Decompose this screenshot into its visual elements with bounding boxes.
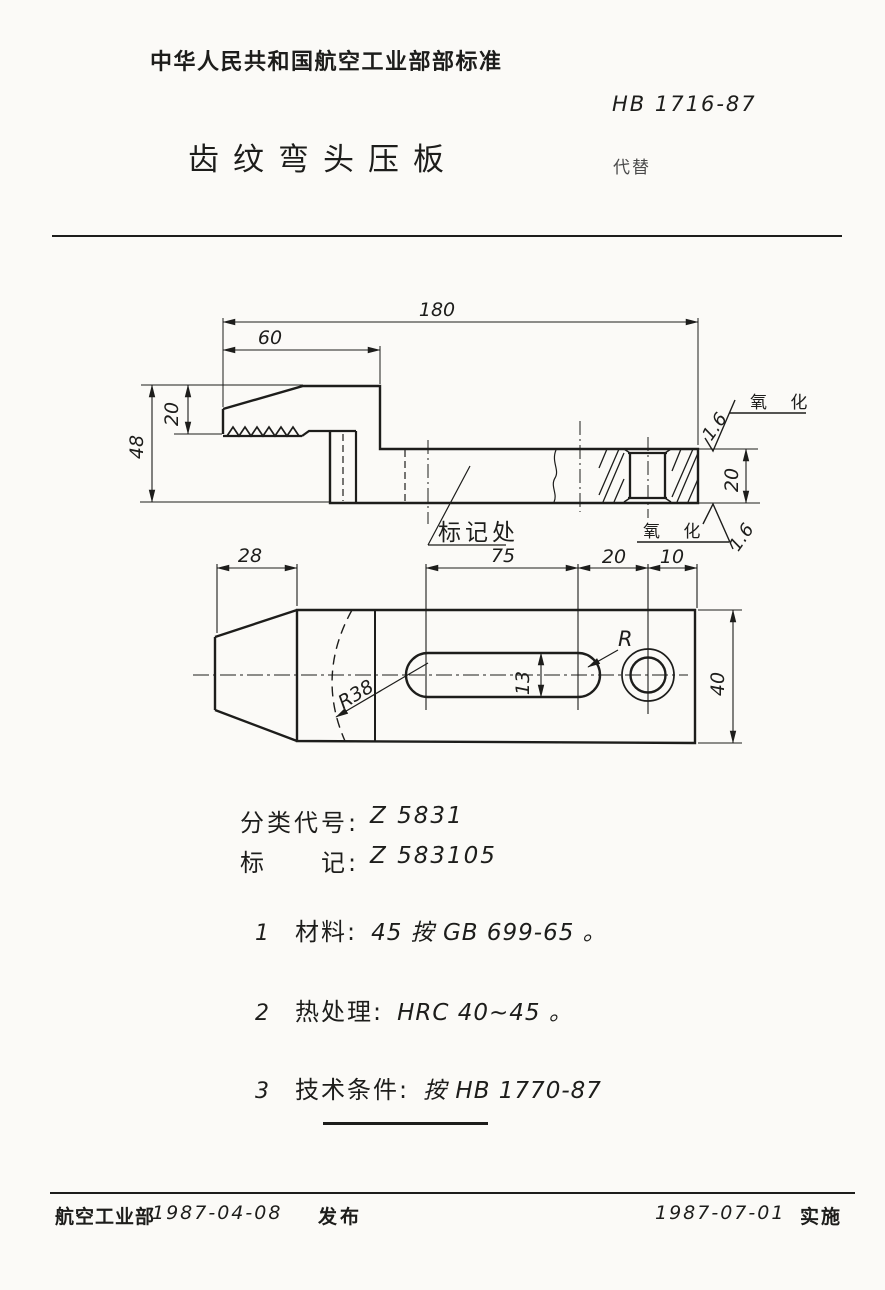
side-view bbox=[140, 318, 806, 550]
oxide-note-bottom: 氧 化 bbox=[643, 522, 709, 542]
mid-dimension-row bbox=[425, 564, 698, 714]
finish-mark-top bbox=[704, 399, 806, 453]
standard-number: HB 1716-87 bbox=[612, 92, 757, 116]
dim-28: 28 bbox=[238, 545, 262, 567]
hidden-line bbox=[342, 434, 406, 502]
replaces-label: 代替 bbox=[613, 158, 651, 178]
side-view-outline bbox=[221, 384, 700, 505]
note-label: 热处理: bbox=[295, 998, 384, 1026]
teeth-serrations bbox=[226, 425, 300, 438]
dim-180: 180 bbox=[419, 299, 455, 321]
hatching-left bbox=[598, 448, 625, 503]
hatching-right bbox=[671, 448, 699, 503]
r38-leader bbox=[335, 662, 429, 718]
note-body: HRC 40~45 。 bbox=[397, 1000, 573, 1026]
document-title: 齿纹弯头压板 bbox=[188, 142, 458, 178]
dim-20-mid: 20 bbox=[602, 546, 626, 568]
dim-10: 10 bbox=[660, 546, 684, 568]
dim-75: 75 bbox=[491, 545, 515, 567]
oxide-note-top: 氧 化 bbox=[750, 393, 816, 413]
plan-view bbox=[193, 564, 742, 745]
hole-chamfers bbox=[623, 448, 672, 503]
header-rule bbox=[52, 235, 842, 237]
class-code-label: 分类代号: bbox=[240, 809, 360, 837]
dim-20-thick: 20 bbox=[721, 468, 743, 492]
plan-extension-lines bbox=[216, 564, 742, 744]
dim-20-head: 20 bbox=[161, 402, 183, 426]
slot-outline bbox=[404, 651, 602, 699]
note-label: 技术条件: bbox=[295, 1076, 410, 1104]
divider-line bbox=[323, 1122, 488, 1125]
footer-impl-date: 1987-07-01 bbox=[655, 1202, 786, 1224]
dim-13: 13 bbox=[512, 671, 534, 695]
footer-issuer: 航空工业部 bbox=[55, 1206, 156, 1228]
roughness-bottom: 1.6 bbox=[725, 520, 759, 556]
mid-extension-lines bbox=[425, 564, 698, 714]
dim-60: 60 bbox=[258, 327, 282, 349]
technical-drawing: 180 60 48 20 20 1.6 1.6 氧 化 氧 化 标记处 75 2… bbox=[126, 299, 816, 745]
note-number: 1 bbox=[255, 921, 269, 946]
dim-r38: R38 bbox=[334, 676, 377, 714]
footer-rule bbox=[50, 1192, 855, 1194]
plan-outline bbox=[213, 608, 697, 745]
class-code-value: Z 5831 bbox=[370, 803, 464, 829]
note-number: 2 bbox=[255, 1001, 269, 1026]
radius-label: R bbox=[618, 627, 633, 651]
marking-label: 标 记: bbox=[240, 849, 360, 877]
mark-note-leader bbox=[427, 465, 506, 546]
note-number: 3 bbox=[255, 1079, 269, 1104]
footer-impl-label: 实施 bbox=[800, 1206, 843, 1228]
roughness-top: 1.6 bbox=[698, 409, 732, 445]
dim-48: 48 bbox=[126, 435, 148, 459]
teeth-baseline bbox=[223, 429, 358, 503]
hole-section bbox=[628, 451, 667, 500]
r-leader bbox=[587, 649, 619, 668]
mark-note: 标记处 bbox=[438, 520, 519, 546]
footer-issue-label: 发布 bbox=[318, 1206, 363, 1228]
note-body: 按 HB 1770-87 bbox=[423, 1078, 602, 1104]
note-material: 1 材料: 45 按 GB 699-65 。 bbox=[255, 912, 607, 947]
footer-issue-date: 1987-04-08 bbox=[152, 1202, 283, 1224]
center-lines bbox=[427, 421, 649, 524]
note-heat-treatment: 2 热处理: HRC 40~45 。 bbox=[255, 992, 573, 1027]
finish-mark-bottom bbox=[637, 502, 734, 550]
marking-value: Z 583105 bbox=[370, 843, 497, 869]
extension-lines bbox=[140, 318, 760, 504]
standard-org-title: 中华人民共和国航空工业部部标准 bbox=[150, 50, 503, 75]
note-tech-conditions: 3 技术条件: 按 HB 1770-87 bbox=[255, 1070, 602, 1105]
break-line bbox=[552, 449, 558, 503]
note-body: 45 按 GB 699-65 。 bbox=[371, 920, 607, 946]
note-label: 材料: bbox=[295, 918, 358, 946]
dim-40: 40 bbox=[707, 672, 729, 696]
